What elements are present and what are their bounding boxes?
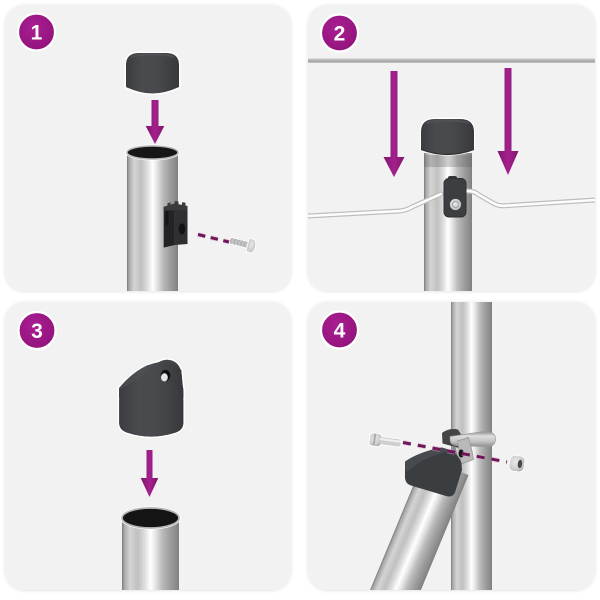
svg-text:1: 1 <box>31 22 43 45</box>
svg-text:4: 4 <box>334 320 346 343</box>
svg-text:2: 2 <box>334 23 346 46</box>
svg-text:3: 3 <box>31 320 43 343</box>
